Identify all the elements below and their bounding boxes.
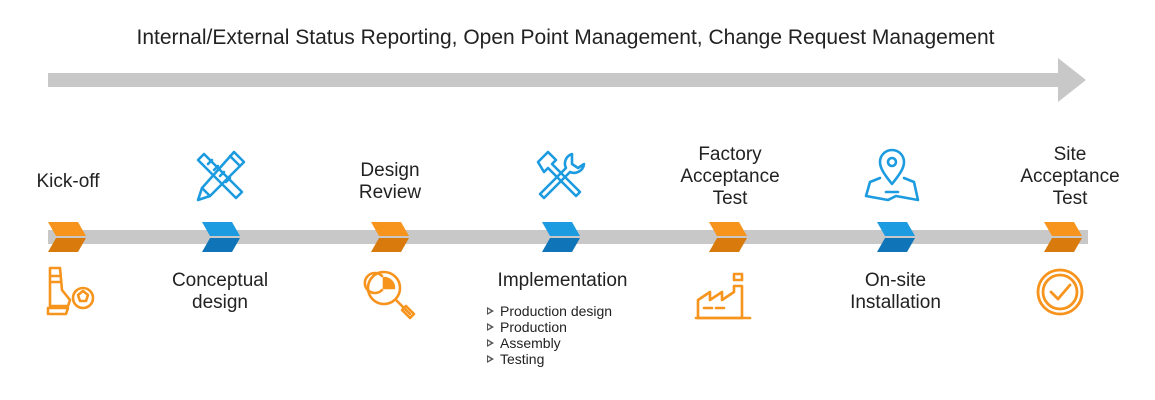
milestone-label-implementation: Implementation	[497, 270, 628, 291]
milestone-marker-onsite	[877, 222, 915, 252]
subitem-production-design: Production design	[486, 303, 612, 319]
milestone-marker-implementation	[542, 222, 580, 252]
milestone-marker-kickoff	[48, 222, 86, 252]
subitem-testing: Testing	[486, 351, 612, 367]
milestone-marker-design-review	[371, 222, 409, 252]
implementation-subitems: Production design Production Assembly Te…	[486, 303, 612, 367]
check-circle-icon	[1036, 268, 1084, 316]
map-location-pin-icon	[864, 148, 920, 202]
milestone-label-kickoff: Kick-off	[36, 171, 100, 192]
milestone-marker-fat	[709, 222, 747, 252]
milestone-marker-conceptual	[202, 222, 240, 252]
timeline-track	[48, 228, 1088, 248]
subitem-production: Production	[486, 319, 612, 335]
pencil-ruler-icon	[196, 150, 246, 202]
subitem-assembly: Assembly	[486, 335, 612, 351]
process-header: Internal/External Status Reporting, Open…	[136, 26, 995, 49]
factory-icon	[694, 272, 752, 320]
milestone-marker-sat	[1044, 222, 1082, 252]
wrench-hammer-icon	[536, 150, 586, 200]
process-arrow	[48, 58, 1086, 102]
football-shoe-icon	[46, 266, 95, 316]
magnifier-pie-chart-icon	[363, 270, 416, 320]
